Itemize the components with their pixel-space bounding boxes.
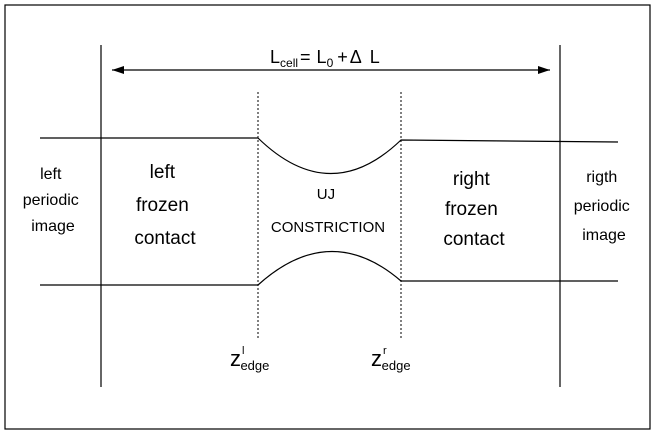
outer-frame (4, 4, 651, 430)
right-contact-label: right frozen contact (443, 169, 505, 250)
right-image-label: rigth periodic image (574, 169, 634, 244)
left-contact-label: left frozen contact (134, 162, 196, 249)
top-contour-line (40, 137, 619, 175)
bottom-contour-line (40, 250, 618, 286)
left-image-label: left periodic image (23, 166, 83, 235)
constriction-label: UJ CONSTRICTION (271, 186, 385, 236)
